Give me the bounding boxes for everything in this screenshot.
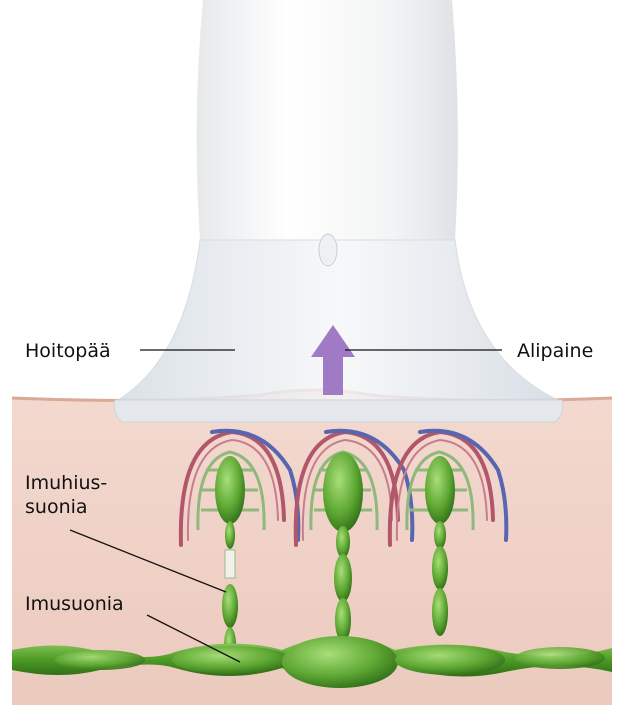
label-lymph-capillaries-line2: suonia bbox=[25, 494, 88, 520]
label-lymph-capillaries-line1: Imuhius- bbox=[25, 470, 107, 496]
treatment-head-rim bbox=[114, 400, 562, 422]
label-treatment-head: Hoitopää bbox=[25, 338, 111, 364]
label-lymph-vessels: Imusuonia bbox=[25, 591, 124, 617]
label-negative-pressure: Alipaine bbox=[517, 338, 593, 364]
treatment-head-body bbox=[197, 0, 458, 240]
cup-nozzle bbox=[319, 234, 337, 266]
